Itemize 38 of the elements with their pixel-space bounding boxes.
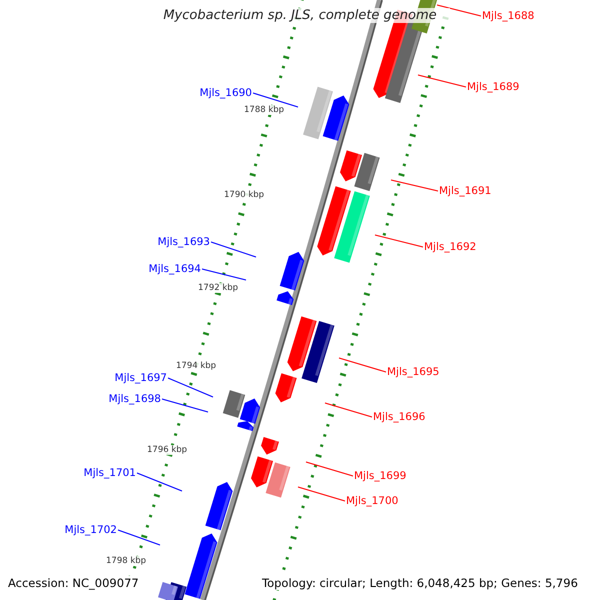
gene-label: Mjls_1690 xyxy=(200,87,252,99)
leader-line xyxy=(118,530,160,546)
scale-label: 1792 kbp xyxy=(198,283,238,293)
scale-label: 1794 kbp xyxy=(176,361,216,371)
gene-label: Mjls_1699 xyxy=(354,470,406,482)
gene-label: Mjls_1696 xyxy=(373,411,426,423)
footer-text: Topology: circular; Length: 6,048,425 bp; Genes: 5,796 xyxy=(262,576,578,590)
scale-label: 1796 kbp xyxy=(147,445,188,455)
footer-text: Accession: NC_009077 xyxy=(8,576,139,590)
leader-line xyxy=(298,486,346,502)
scale-label: 1798 kbp xyxy=(106,556,146,566)
gene-label: Mjls_1702 xyxy=(64,524,117,536)
leader-line xyxy=(338,358,386,372)
gene-label: Mjls_1695 xyxy=(387,366,440,378)
leader-line xyxy=(324,402,372,418)
leader-line xyxy=(436,4,482,16)
leader-line xyxy=(418,74,466,88)
scale-label: 1790 kbp xyxy=(224,190,264,200)
gene-label: Mjls_1691 xyxy=(439,185,492,197)
gene-label: Mjls_1693 xyxy=(158,236,210,248)
leader-line xyxy=(306,462,354,476)
leader-line xyxy=(210,242,256,258)
gene-label: Mjls_1698 xyxy=(108,393,161,405)
gene-label: Mjls_1694 xyxy=(148,263,201,275)
gene-label: Mjls_1701 xyxy=(84,467,136,479)
leader-line xyxy=(136,472,182,492)
leader-line xyxy=(390,180,438,192)
leader-line xyxy=(168,378,214,398)
scale-label: 1788 kbp xyxy=(244,105,284,115)
leader-line xyxy=(202,268,246,280)
gene-label: Mjls_1692 xyxy=(424,241,476,253)
leader-line xyxy=(252,92,298,108)
gene-label: Mjls_1688 xyxy=(482,10,534,22)
leader-line xyxy=(374,234,424,248)
gene-label: Mjls_1700 xyxy=(346,495,398,507)
gene-label: Mjls_1689 xyxy=(467,81,520,93)
leader-line xyxy=(162,398,208,412)
gene-label: Mjls_1697 xyxy=(114,372,167,384)
